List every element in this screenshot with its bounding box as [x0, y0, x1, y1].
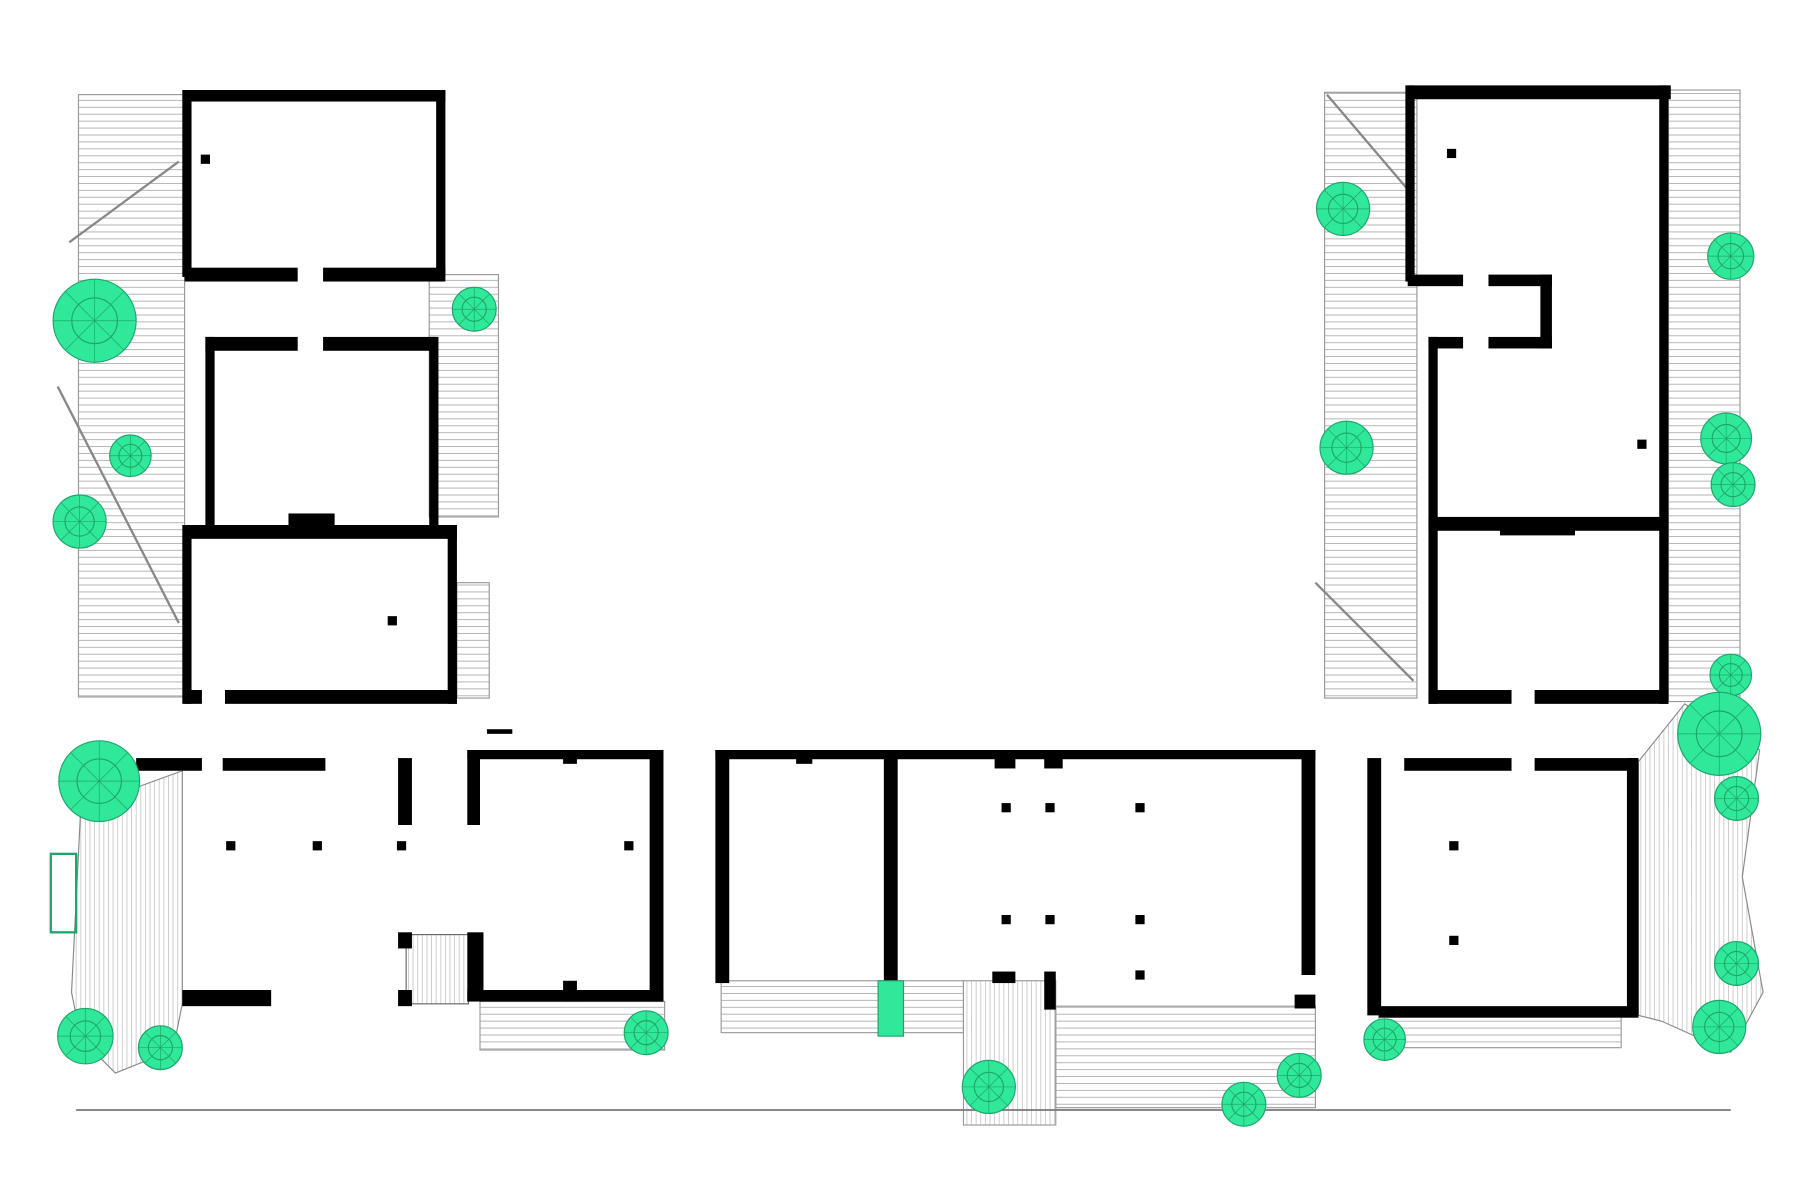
- diagonal-brace: [68, 160, 180, 244]
- column: [312, 841, 322, 851]
- column: [1001, 803, 1011, 813]
- column: [624, 841, 634, 851]
- column: [1135, 970, 1145, 980]
- column: [200, 154, 210, 164]
- tree-icon: [1677, 691, 1762, 776]
- deck-south-4: [1055, 1005, 1316, 1109]
- tree-icon: [1221, 1081, 1267, 1127]
- tree-icon: [961, 1059, 1016, 1115]
- column: [1135, 915, 1145, 925]
- column: [1001, 915, 1011, 925]
- diagonal-brace: [1326, 93, 1415, 197]
- tree-icon: [1692, 999, 1747, 1055]
- column: [1045, 803, 1055, 813]
- walls: [136, 85, 1671, 1018]
- columns: [200, 148, 1647, 980]
- tree-icon: [1315, 181, 1371, 236]
- column: [1449, 935, 1459, 945]
- tree-icon: [52, 278, 137, 363]
- diagonal-brace: [1314, 581, 1415, 682]
- column: [1045, 915, 1055, 925]
- tree-icon: [58, 740, 141, 823]
- column: [1446, 148, 1457, 159]
- green-feature: [877, 980, 905, 1037]
- tree-icon: [57, 1007, 114, 1065]
- tree-icon: [1710, 462, 1756, 508]
- deck-south-5: [1378, 1014, 1622, 1049]
- stair-center: [405, 934, 470, 1005]
- tree-icon: [1714, 940, 1760, 986]
- column: [396, 841, 407, 851]
- column: [226, 841, 236, 851]
- column: [1449, 841, 1459, 851]
- tree-icon: [1709, 653, 1753, 697]
- deck-left-wing-east-low: [456, 582, 490, 699]
- tree-icon: [451, 286, 497, 332]
- column: [1135, 803, 1145, 813]
- green-stair: [49, 852, 78, 934]
- tree-icon: [1363, 1018, 1406, 1061]
- tree-icon: [1707, 232, 1755, 280]
- deck-areas: [49, 89, 1764, 1126]
- tree-icon: [1276, 1052, 1322, 1098]
- tree-icon: [1700, 412, 1753, 465]
- column: [387, 616, 397, 626]
- tree-icon: [1319, 420, 1374, 475]
- deck-south-2: [720, 980, 965, 1034]
- tree-icon: [1714, 775, 1760, 821]
- tree-icon: [52, 494, 107, 549]
- deck-right-wing-east: [1667, 89, 1741, 703]
- diagonal-brace: [56, 386, 180, 624]
- tree-icon: [137, 1025, 183, 1071]
- tree-icon: [623, 1010, 669, 1056]
- column: [1637, 439, 1647, 449]
- tree-icon: [109, 434, 152, 478]
- trees: [52, 181, 1762, 1127]
- deck-left-wing: [77, 94, 186, 698]
